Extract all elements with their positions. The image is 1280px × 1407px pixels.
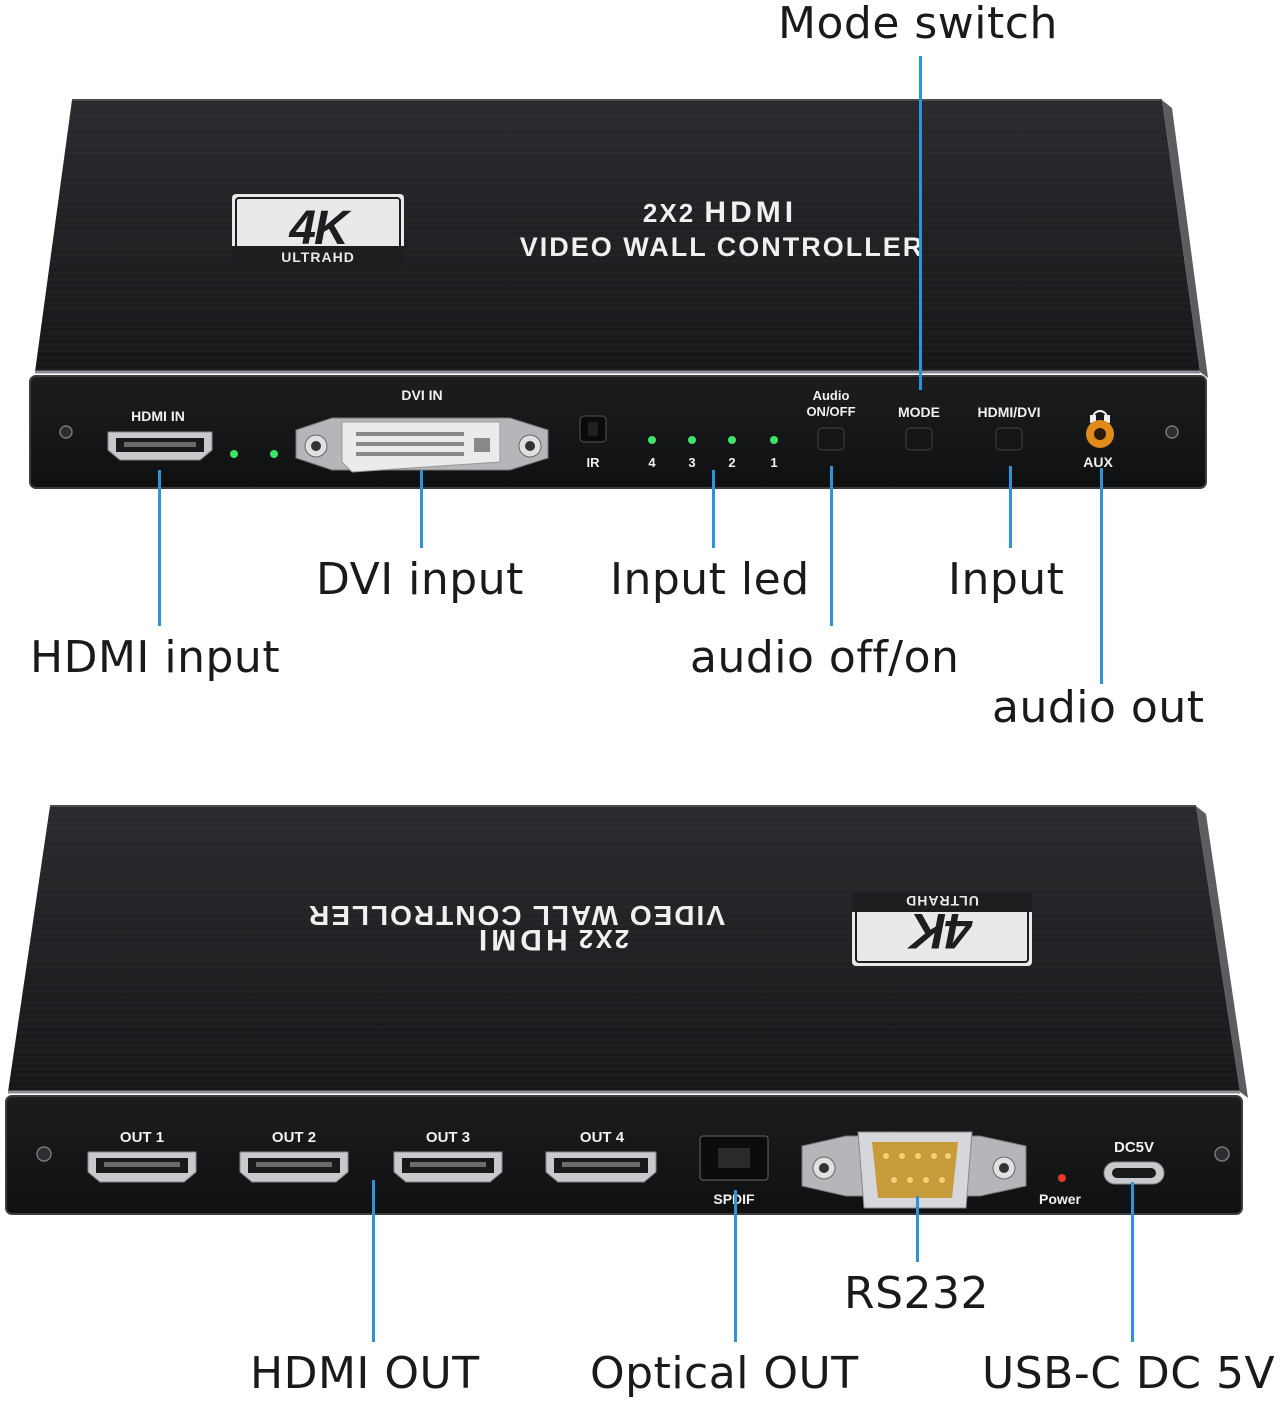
callout-line-audio-out: [1100, 468, 1103, 684]
hdmi-in-port: [107, 431, 213, 461]
hdmi-out-1-port: [87, 1151, 197, 1183]
callout-input-led: Input led: [610, 554, 810, 605]
bottom-device: 4K ULTRAHD 2X2 HDMI VIDEO WALL CONTROLLE…: [5, 805, 1248, 1215]
status-led: [230, 450, 238, 458]
led-label-2: 2: [728, 455, 735, 470]
input-led-4: [648, 436, 656, 444]
callout-line-usbc: [1131, 1182, 1134, 1342]
4k-ultrahd-logo: 4K ULTRAHD: [232, 194, 404, 266]
top-title-line2: VIDEO WALL CONTROLLER: [520, 232, 925, 262]
callout-line-input: [1009, 466, 1012, 548]
callout-line-input-led: [712, 470, 715, 548]
rs232-port: [801, 1131, 1027, 1209]
callout-input: Input: [948, 554, 1065, 605]
callout-dvi-input: DVI input: [316, 554, 524, 605]
mode-button: [905, 427, 933, 451]
led-label-4: 4: [648, 455, 656, 470]
audio-onoff-label-line1: Audio: [813, 388, 850, 403]
led-label-3: 3: [688, 455, 695, 470]
dvi-in-port: [295, 417, 549, 473]
ir-receiver: [579, 415, 607, 443]
hdmi-dvi-button: [995, 427, 1023, 451]
hdmi-out-3-port: [393, 1151, 503, 1183]
callout-hdmi-out: HDMI OUT: [250, 1348, 480, 1399]
audio-onoff-button: [817, 427, 845, 451]
dc5v-label: DC5V: [1114, 1139, 1154, 1156]
callout-line-dvi-input: [420, 470, 423, 548]
callout-line-audio-onoff: [830, 466, 833, 626]
power-label: Power: [1039, 1191, 1082, 1207]
callout-rs232: RS232: [844, 1268, 989, 1319]
ir-label: IR: [587, 455, 601, 470]
4k-ultrahd-logo-mirrored: 4K ULTRAHD: [852, 892, 1032, 966]
hdmi-out-4-port: [545, 1151, 657, 1183]
callout-usbc-dc5v: USB-C DC 5V: [982, 1348, 1276, 1399]
input-led-1: [770, 436, 778, 444]
out-2-label: OUT 2: [272, 1129, 316, 1146]
status-led: [270, 450, 278, 458]
input-led-3: [688, 436, 696, 444]
callout-line-hdmi-out: [372, 1180, 375, 1342]
top-device: 4K ULTRAHD 2X2 HDMI VIDEO WALL CONTROLLE…: [29, 99, 1208, 489]
hdmi-in-label: HDMI IN: [131, 408, 185, 424]
mode-label: MODE: [898, 404, 940, 420]
callout-audio-off-on: audio off/on: [690, 632, 960, 683]
logo-ultrahd-text-bottom: ULTRAHD: [905, 893, 979, 909]
usb-c-port: [1103, 1161, 1165, 1185]
audio-onoff-label-line2: ON/OFF: [806, 404, 855, 419]
out-3-label: OUT 3: [426, 1129, 470, 1146]
spdif-port: [699, 1135, 769, 1181]
aux-label: AUX: [1083, 454, 1113, 470]
callout-hdmi-input: HDMI input: [30, 632, 281, 683]
callout-audio-out: audio out: [992, 682, 1205, 733]
logo-4k-text-bottom: 4K: [906, 903, 973, 959]
callout-line-hdmi-input: [158, 470, 161, 626]
hdmi-dvi-label: HDMI/DVI: [978, 404, 1041, 420]
out-4-label: OUT 4: [580, 1129, 625, 1146]
aux-jack: [1086, 420, 1114, 448]
callout-mode-switch: Mode switch: [778, 0, 1058, 49]
led-label-1: 1: [770, 455, 777, 470]
hdmi-out-2-port: [239, 1151, 349, 1183]
callout-line-optical-out: [734, 1190, 737, 1342]
callout-line-rs232: [916, 1196, 919, 1262]
callout-optical-out: Optical OUT: [590, 1348, 859, 1399]
dvi-in-label: DVI IN: [401, 387, 442, 403]
input-led-2: [728, 436, 736, 444]
out-1-label: OUT 1: [120, 1129, 164, 1146]
logo-ultrahd-text: ULTRAHD: [281, 249, 355, 265]
bottom-title-line2: VIDEO WALL CONTROLLER: [307, 900, 725, 931]
power-led: [1058, 1174, 1066, 1182]
top-title-line1: 2X2 HDMI: [643, 196, 797, 229]
callout-line-mode: [919, 56, 922, 390]
bottom-title-line1: 2X2 HDMI: [475, 923, 629, 956]
